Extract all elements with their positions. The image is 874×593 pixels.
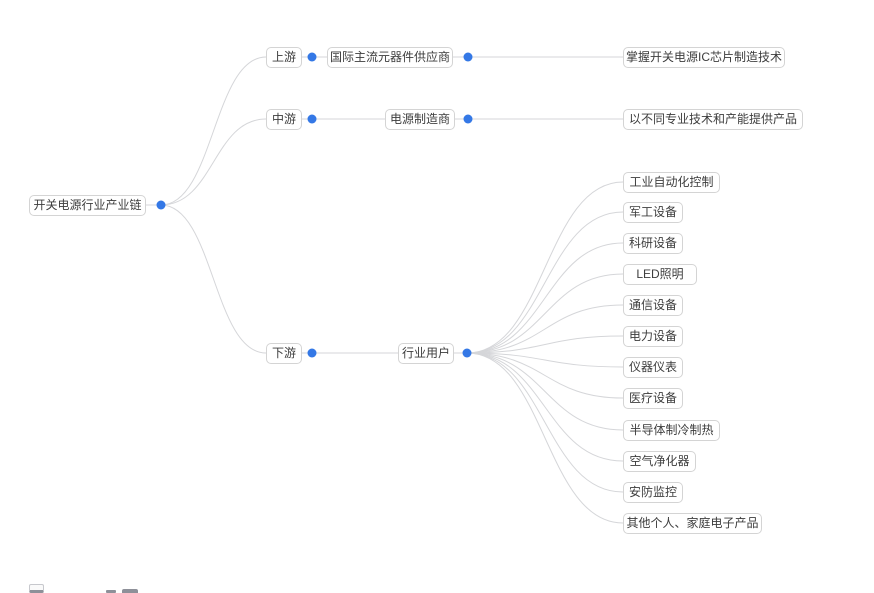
- bottom-toolbar-icon-2[interactable]: [106, 590, 116, 593]
- node-downstream[interactable]: 下游: [266, 342, 302, 364]
- node-leaf-other-personal-home-electronics[interactable]: 其他个人、家庭电子产品: [623, 512, 762, 534]
- node-leaf-military-equipment[interactable]: 军工设备: [623, 201, 683, 223]
- node-upstream[interactable]: 上游: [266, 46, 302, 68]
- node-leaf-security-monitoring[interactable]: 安防监控: [623, 481, 683, 503]
- node-leaf-industrial-automation[interactable]: 工业自动化控制: [623, 171, 720, 193]
- link-line: [466, 211, 624, 354]
- expander-dot-root[interactable]: [156, 200, 166, 210]
- link-line: [466, 352, 624, 431]
- expander-dot-upstream[interactable]: [307, 52, 317, 62]
- node-midstream[interactable]: 中游: [266, 108, 302, 130]
- link-line: [160, 118, 267, 206]
- bottom-toolbar-icon-3[interactable]: [122, 589, 138, 593]
- link-line: [466, 273, 624, 354]
- node-leaf-power-equipment[interactable]: 电力设备: [623, 325, 683, 347]
- node-leaf-led-lighting[interactable]: LED照明: [623, 263, 697, 285]
- node-suppliers[interactable]: 国际主流元器件供应商: [327, 46, 453, 68]
- node-industry-users[interactable]: 行业用户: [398, 342, 454, 364]
- node-leaf-air-purifier[interactable]: 空气净化器: [623, 450, 696, 472]
- link-line: [466, 352, 624, 462]
- expander-dot-industry-users[interactable]: [462, 348, 472, 358]
- link-line: [160, 56, 267, 206]
- link-line: [466, 352, 624, 493]
- expander-dot-downstream[interactable]: [307, 348, 317, 358]
- node-leaf-medical-equipment[interactable]: 医疗设备: [623, 387, 683, 409]
- expander-dot-manufacturers[interactable]: [463, 114, 473, 124]
- node-suppliers-note[interactable]: 掌握开关电源IC芯片制造技术: [623, 46, 785, 68]
- link-line: [466, 352, 624, 399]
- link-line: [466, 304, 624, 354]
- node-leaf-instruments[interactable]: 仪器仪表: [623, 356, 683, 378]
- link-line: [466, 352, 624, 524]
- expander-dot-midstream[interactable]: [307, 114, 317, 124]
- node-root[interactable]: 开关电源行业产业链: [29, 194, 146, 216]
- node-leaf-semiconductor-cooling-heating[interactable]: 半导体制冷制热: [623, 419, 720, 441]
- link-line: [466, 335, 624, 354]
- node-leaf-telecom-equipment[interactable]: 通信设备: [623, 294, 683, 316]
- node-leaf-research-equipment[interactable]: 科研设备: [623, 232, 683, 254]
- link-line: [466, 242, 624, 354]
- node-manufacturers[interactable]: 电源制造商: [385, 108, 455, 130]
- link-line: [466, 181, 624, 354]
- bottom-toolbar-icon-1[interactable]: [29, 584, 44, 593]
- link-line: [466, 352, 624, 368]
- node-manufacturers-note[interactable]: 以不同专业技术和产能提供产品: [623, 108, 803, 130]
- link-line: [160, 204, 267, 354]
- expander-dot-suppliers[interactable]: [463, 52, 473, 62]
